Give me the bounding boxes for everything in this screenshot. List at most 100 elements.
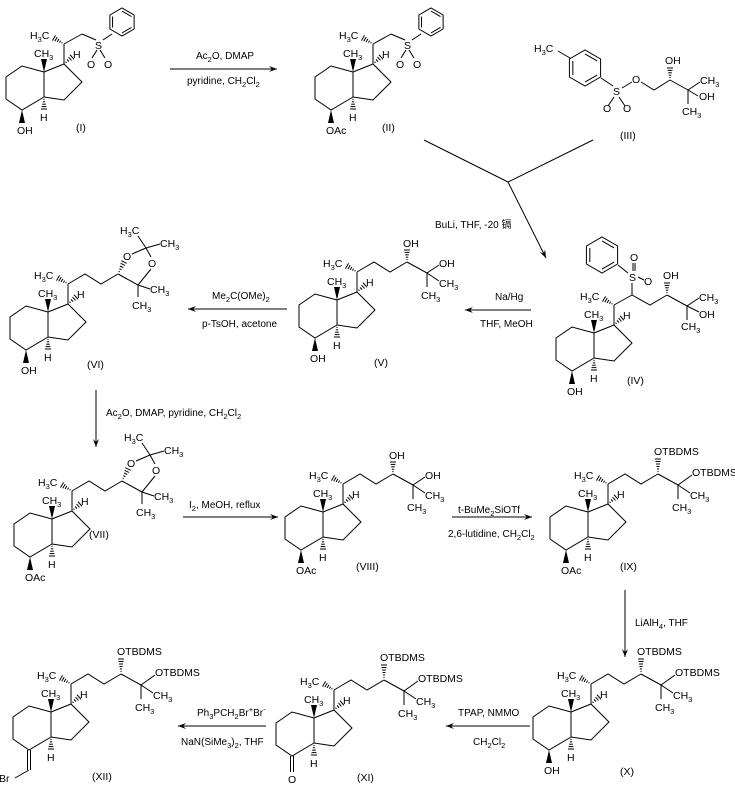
hydroxyl-label: OH [310, 353, 326, 365]
bond [400, 49, 407, 59]
methyl-label: CH3 [160, 238, 179, 252]
compound-label-x: (X) [620, 766, 634, 778]
methyl-label: H3C [120, 225, 140, 239]
six-membered-ring [532, 705, 572, 751]
hashed-bond [320, 538, 326, 550]
hash-stroke [52, 35, 56, 41]
ring-fusion-h: H [567, 752, 575, 764]
bond [141, 475, 156, 493]
otbdms-label: OTBDMS [675, 667, 720, 679]
bond [403, 690, 417, 700]
hash-stroke [347, 496, 351, 501]
hashed-bond [655, 458, 661, 472]
ketone-oxygen: O [288, 774, 296, 786]
bond [383, 679, 405, 692]
hashed-bond [638, 658, 644, 672]
ring-fusion-h: H [48, 559, 56, 571]
hashed-bond [311, 744, 317, 756]
aromatic-bond [601, 261, 615, 270]
methyl-label: H3C [124, 432, 144, 446]
bond [372, 33, 392, 45]
hash-stroke [598, 476, 602, 482]
bond [131, 247, 147, 255]
reagent-lialh4: LiAlH4, THF [635, 618, 688, 631]
six-membered-ring [298, 293, 338, 339]
hash-stroke [62, 483, 66, 489]
bond [14, 769, 30, 779]
bond [140, 674, 156, 686]
hashed-bond [335, 700, 345, 710]
hashed-bond [381, 664, 387, 678]
c17-h: H [343, 695, 351, 707]
bond-chain [640, 79, 671, 91]
hash-stroke [324, 682, 328, 688]
hashed-bond [48, 738, 54, 750]
angular-methyl-label: CH3 [584, 309, 603, 323]
hash-stroke [68, 56, 72, 61]
c21-methyl-label: H3C [38, 477, 58, 491]
bond [408, 49, 415, 59]
wedge-bond [320, 499, 326, 512]
hashed-bond [60, 482, 71, 491]
arrow-ix-to-x [622, 590, 628, 657]
methyl-label: CH3 [425, 490, 444, 504]
methyl-label: CH3 [153, 690, 172, 704]
hash-stroke [351, 268, 355, 271]
hash-stroke [361, 35, 365, 41]
c21-methyl-label: H3C [574, 470, 594, 484]
bond [687, 89, 699, 97]
bond [687, 81, 701, 91]
hash-stroke [362, 282, 368, 288]
hashed-bond [69, 294, 79, 304]
five-membered-ring [570, 703, 610, 741]
six-membered-ring [314, 65, 354, 111]
bond [686, 305, 700, 313]
hash-stroke [54, 36, 58, 42]
angular-methyl-label: CH3 [41, 688, 60, 702]
c17-h: H [77, 289, 85, 301]
bond [660, 684, 674, 694]
aromatic-bond [601, 240, 615, 249]
hash-stroke [605, 482, 607, 484]
hash-stroke [611, 303, 613, 305]
hash-stroke [593, 699, 597, 702]
hydroxyl-label: OH [389, 450, 405, 462]
hash-stroke [365, 38, 369, 43]
methyl-label: CH3 [416, 696, 435, 710]
aromatic-bond [584, 53, 598, 62]
bond [426, 264, 440, 274]
hash-stroke [354, 270, 356, 272]
side-chain [590, 673, 642, 685]
hashed-bond [568, 738, 574, 750]
aromatic-bond [430, 10, 441, 17]
otbdms-label: OTBDMS [654, 446, 699, 458]
hash-stroke [336, 705, 340, 708]
bond [137, 235, 147, 249]
wedge-bond [45, 299, 51, 312]
hash-stroke [602, 296, 606, 302]
methyl-label: CH3 [135, 702, 154, 716]
bond [617, 264, 629, 274]
bond [145, 247, 152, 258]
wedge-bond [568, 699, 574, 712]
hash-stroke [60, 482, 64, 488]
angular-methyl-label: CH3 [34, 48, 53, 62]
hash-stroke [610, 499, 614, 502]
wedge-bond [334, 287, 340, 300]
compound-label-ii: (II) [382, 122, 395, 134]
methyl-label: CH3 [699, 292, 718, 306]
hash-stroke [337, 480, 341, 483]
hash-stroke [361, 284, 365, 289]
methyl-label: CH3 [682, 106, 701, 120]
compound-label-i: (I) [76, 122, 86, 134]
arrow-viii-to-ix [452, 514, 532, 520]
hash-stroke [338, 702, 342, 707]
hydroxyl-label: OH [21, 365, 37, 377]
hash-stroke [125, 467, 131, 471]
methyl-label: CH3 [398, 708, 417, 722]
otbdms-label: OTBDMS [418, 673, 463, 685]
